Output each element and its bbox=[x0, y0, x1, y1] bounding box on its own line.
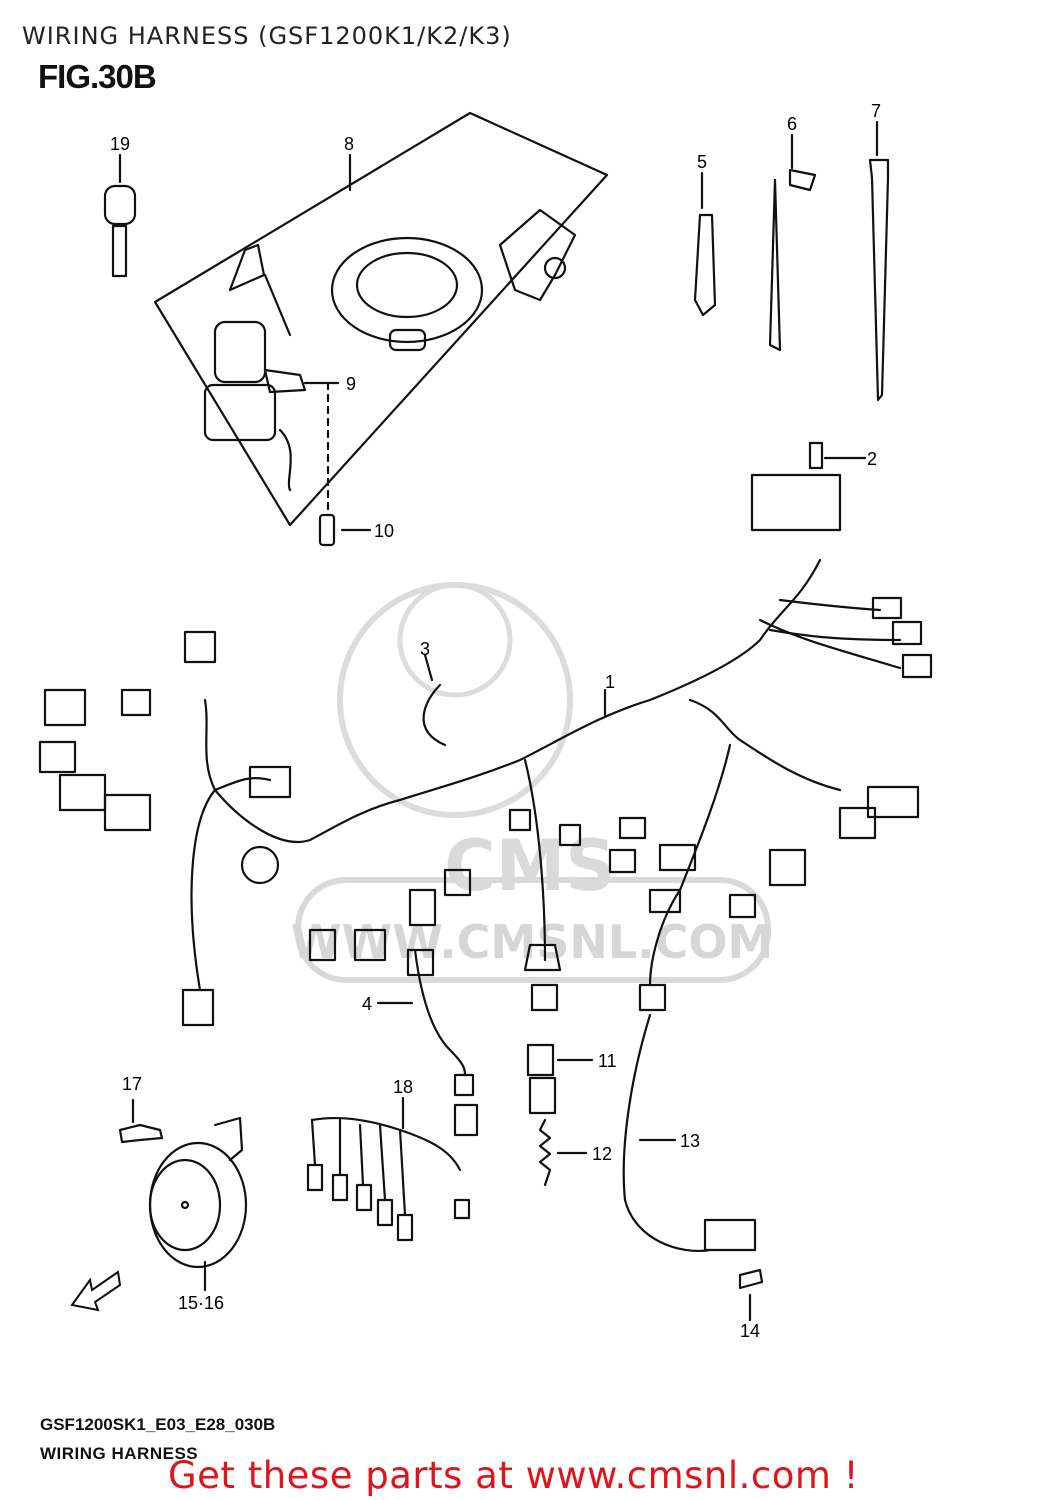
clamp-6 bbox=[768, 168, 817, 352]
callout-10: 10 bbox=[374, 521, 394, 541]
diagram-caption: WIRING HARNESS bbox=[40, 1444, 199, 1463]
callout-19: 19 bbox=[110, 134, 130, 154]
callout-5: 5 bbox=[697, 152, 707, 172]
callout-12: 12 bbox=[592, 1144, 612, 1164]
callout-15-16: 15·16 bbox=[178, 1293, 224, 1313]
tie-7 bbox=[868, 158, 890, 402]
callout-6: 6 bbox=[787, 114, 797, 134]
bolt-10 bbox=[318, 513, 372, 547]
callout-8: 8 bbox=[344, 134, 354, 154]
callout-17: 17 bbox=[122, 1074, 142, 1094]
clamp-5 bbox=[693, 213, 717, 317]
callout-18: 18 bbox=[393, 1077, 413, 1097]
callout-4: 4 bbox=[362, 994, 372, 1014]
seat-lock bbox=[498, 208, 577, 302]
sub-harness-4 bbox=[413, 948, 467, 1077]
horn bbox=[148, 1116, 248, 1292]
fwd-arrow-icon bbox=[70, 1270, 122, 1312]
cta-link[interactable]: Get these parts at www.cmsnl.com ! bbox=[168, 1454, 860, 1497]
callout-7: 7 bbox=[871, 101, 881, 121]
callout-2: 2 bbox=[867, 449, 877, 469]
fuel-cap bbox=[330, 236, 484, 352]
ignition-set-box bbox=[153, 111, 609, 527]
fuse-box bbox=[750, 441, 867, 532]
callout-3: 3 bbox=[420, 639, 430, 659]
sub-harness-18 bbox=[306, 1096, 479, 1242]
clip-3 bbox=[422, 683, 447, 747]
watermark-logo: CMS bbox=[444, 825, 615, 907]
ignition-switch bbox=[203, 243, 340, 492]
watermark: CMS WWW.CMSNL.COM bbox=[291, 582, 773, 983]
callout-9: 9 bbox=[346, 374, 356, 394]
stop-switch bbox=[526, 1043, 594, 1187]
diagram-code: GSF1200SK1_E03_E28_030B bbox=[40, 1415, 276, 1434]
figure-label: FIG.30B bbox=[38, 58, 157, 95]
main-harness bbox=[203, 558, 822, 843]
page-title: WIRING HARNESS (GSF1200K1/K2/K3) bbox=[22, 22, 512, 50]
key-icon bbox=[103, 153, 137, 278]
callout-13: 13 bbox=[680, 1131, 700, 1151]
sub-harness-13 bbox=[622, 1013, 712, 1252]
callout-11: 11 bbox=[598, 1051, 617, 1071]
callout-14: 14 bbox=[740, 1321, 760, 1341]
callout-1: 1 bbox=[605, 672, 615, 692]
